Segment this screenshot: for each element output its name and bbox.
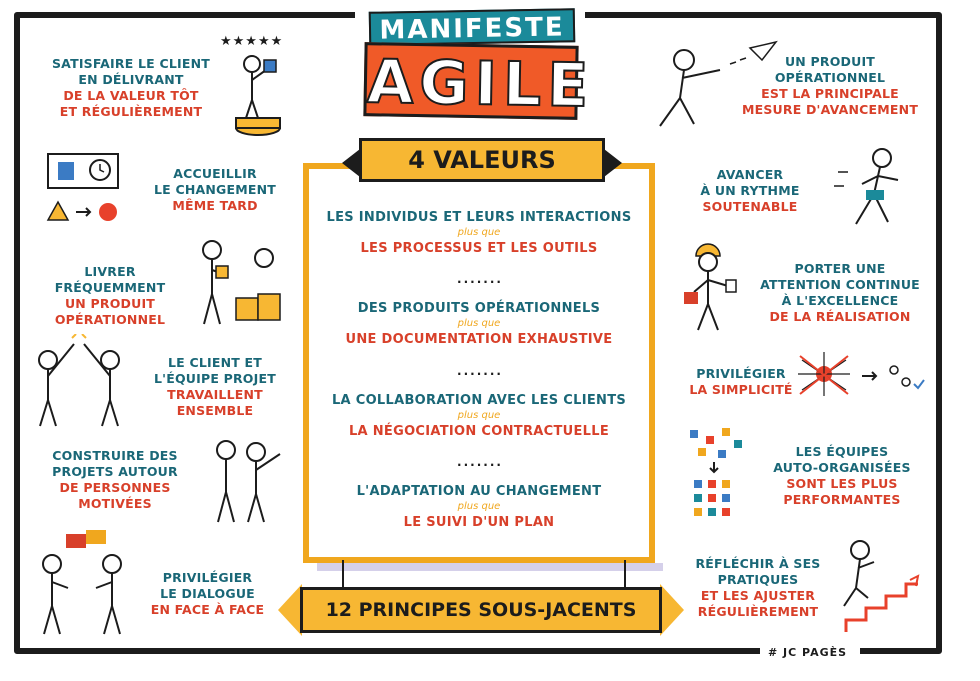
principle-right-4: PRIVILÉGIER LA SIMPLICITÉ	[689, 366, 793, 397]
principle-right-6: RÉFLÉCHIR À SES PRATIQUES ET LES AJUSTER…	[695, 556, 821, 619]
value-item: DES PRODUITS OPÉRATIONNELS plus que UNE …	[309, 301, 649, 347]
person-delivering-icon	[202, 240, 281, 325]
banner-string	[624, 560, 626, 588]
five-stars-icon: ★★★★★	[220, 34, 284, 49]
banner-arrow-left	[278, 584, 302, 636]
principle-left-2: ACCUEILLIR LE CHANGEMENT MÊME TARD	[154, 166, 276, 213]
change-accept-icon	[46, 153, 119, 221]
principle-left-4: LE CLIENT ET L'ÉQUIPE PROJET TRAVAILLENT…	[154, 355, 276, 418]
banner-arrow-right	[660, 584, 684, 636]
value-item: LES INDIVIDUS ET LEURS INTERACTIONS plus…	[309, 210, 649, 256]
value-item: L'ADAPTATION AU CHANGEMENT plus que LE S…	[309, 484, 649, 530]
banner-string	[342, 560, 344, 588]
principle-left-6: PRIVILÉGIER LE DIALOGUE EN FACE À FACE	[150, 570, 265, 617]
value-separator: .......	[457, 455, 503, 469]
value-main: LES INDIVIDUS ET LEURS INTERACTIONS	[326, 210, 632, 225]
principle-right-5: LES ÉQUIPES AUTO-ORGANISÉES SONT LES PLU…	[773, 444, 911, 507]
continuous-improvement-stairs-icon	[843, 540, 920, 632]
value-main: DES PRODUITS OPÉRATIONNELS	[357, 301, 601, 316]
title-agile: AGILE	[363, 42, 596, 122]
value-secondary: LA NÉGOCIATION CONTRACTUELLE	[348, 424, 610, 439]
principle-left-5: CONSTRUIRE DES PROJETS AUTOUR DE PERSONN…	[52, 448, 178, 511]
author-signature: # JC PAGÈS	[768, 646, 848, 659]
principle-right-3: PORTER UNE ATTENTION CONTINUE À L'EXCELL…	[760, 261, 920, 324]
runner-icon	[834, 148, 899, 225]
value-plus-que: plus que	[457, 227, 501, 238]
person-throwing-plane-icon	[659, 40, 778, 127]
value-plus-que: plus que	[457, 318, 501, 329]
value-main: LA COLLABORATION AVEC LES CLIENTS	[331, 393, 627, 408]
motivated-people-icon	[216, 440, 281, 523]
title-manifeste: MANIFESTE	[368, 8, 576, 46]
person-giving-value-icon	[235, 55, 281, 136]
self-organizing-teams-icon	[690, 428, 742, 516]
value-secondary: LES PROCESSUS ET LES OUTILS	[360, 241, 598, 256]
craftsman-icon	[684, 243, 737, 331]
value-secondary: UNE DOCUMENTATION EXHAUSTIVE	[345, 332, 613, 347]
values-banner: 4 VALEURS	[342, 138, 622, 182]
frame-gap-signature	[760, 646, 860, 662]
principle-left-3: LIVRER FRÉQUEMMENT UN PRODUIT OPÉRATIONN…	[54, 264, 166, 327]
face-to-face-dialogue-icon	[42, 530, 122, 635]
team-high-five-icon	[38, 334, 120, 427]
value-plus-que: plus que	[457, 410, 501, 421]
value-separator: .......	[457, 364, 503, 378]
value-plus-que: plus que	[457, 501, 501, 512]
values-board	[303, 163, 663, 571]
value-item: LA COLLABORATION AVEC LES CLIENTS plus q…	[309, 393, 649, 439]
simplicity-network-icon	[798, 352, 925, 396]
principle-left-1: SATISFAIRE LE CLIENT EN DÉLIVRANT DE LA …	[51, 56, 210, 119]
principle-right-1: UN PRODUIT OPÉRATIONNEL EST LA PRINCIPAL…	[741, 54, 919, 117]
value-main: L'ADAPTATION AU CHANGEMENT	[356, 484, 602, 499]
value-separator: .......	[457, 272, 503, 286]
principle-right-2: AVANCER À UN RYTHME SOUTENABLE	[700, 167, 800, 214]
value-secondary: LE SUIVI D'UN PLAN	[403, 515, 555, 530]
principles-banner: 12 PRINCIPES SOUS-JACENTS	[300, 587, 662, 633]
